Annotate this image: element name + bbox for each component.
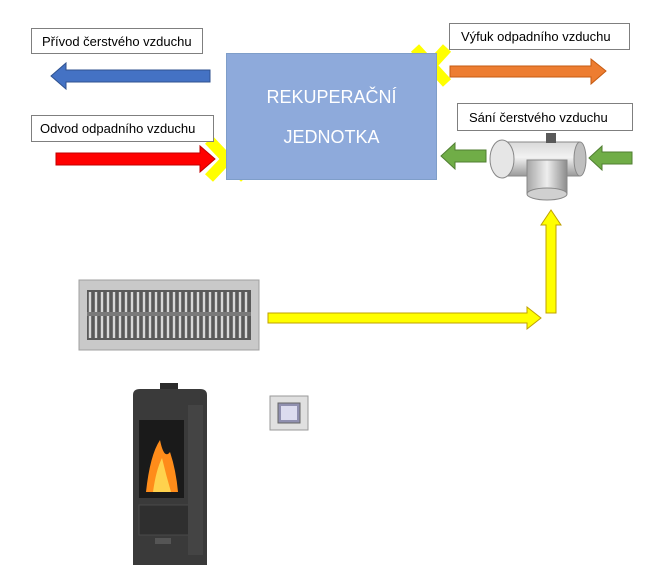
label-fresh-air-intake: Sání čerstvého vzduchu bbox=[457, 103, 633, 131]
yellow-horizontal-arrow bbox=[267, 305, 542, 331]
recovery-unit-box: REKUPERAČNÍ JEDNOTKA bbox=[226, 53, 437, 180]
label-text: Odvod odpadního vzduchu bbox=[40, 121, 196, 136]
unit-title-line1: REKUPERAČNÍ bbox=[266, 86, 397, 107]
label-text: Přívod čerstvého vzduchu bbox=[42, 33, 192, 49]
stove-icon bbox=[133, 383, 207, 565]
fresh-air-supply-arrow bbox=[50, 61, 211, 91]
label-text: Sání čerstvého vzduchu bbox=[469, 109, 608, 125]
label-exhaust-air-extract: Odvod odpadního vzduchu bbox=[31, 115, 214, 142]
fresh-air-intake-arrow bbox=[588, 144, 633, 172]
vent-grille-icon bbox=[78, 279, 260, 351]
air-valve-icon bbox=[269, 395, 309, 431]
label-fresh-air-supply: Přívod čerstvého vzduchu bbox=[31, 28, 203, 54]
green-arrow-to-unit bbox=[440, 141, 487, 171]
t-pipe-icon bbox=[489, 133, 587, 201]
label-waste-air-outlet: Výfuk odpadního vzduchu bbox=[449, 23, 630, 50]
label-text: Výfuk odpadního vzduchu bbox=[461, 29, 611, 44]
yellow-vertical-arrow bbox=[540, 209, 562, 314]
exhaust-extract-arrow bbox=[55, 144, 216, 174]
waste-air-outlet-arrow bbox=[449, 57, 607, 86]
unit-title-line2: JEDNOTKA bbox=[283, 126, 380, 147]
